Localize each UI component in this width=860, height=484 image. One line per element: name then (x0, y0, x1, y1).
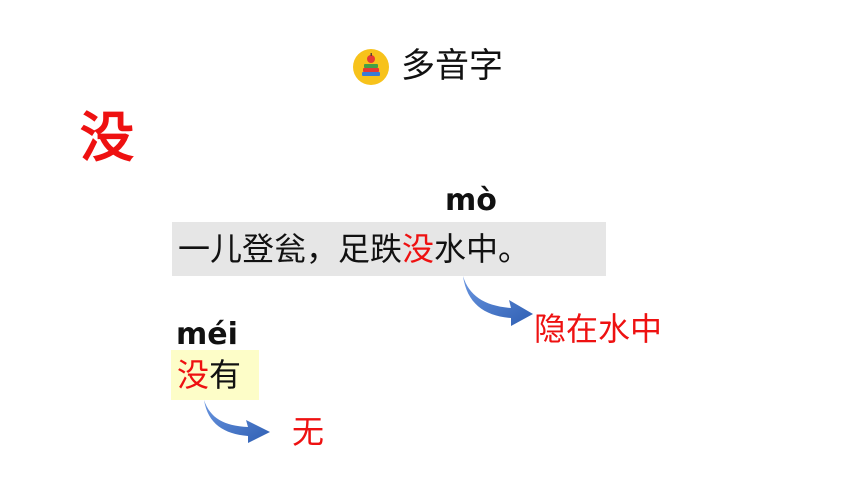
arrow-icon (204, 400, 270, 443)
pinyin-mo: mò (445, 183, 497, 218)
meaning-mei: 无 (292, 413, 325, 451)
sentence-target-char: 没 (402, 230, 435, 268)
pinyin-mei: méi (176, 317, 238, 352)
page-title: 多音字 (401, 46, 503, 86)
meaning-mo: 隐在水中 (534, 310, 663, 348)
word-highlight (171, 350, 259, 400)
sentence-after: 水中。 (434, 230, 531, 268)
sentence-highlight (172, 222, 606, 276)
example-word: 没有 (177, 352, 241, 398)
polyphonic-character: 没 (80, 106, 134, 169)
word-target-char: 没 (177, 356, 210, 394)
arrow-icon (463, 276, 533, 326)
sentence-before: 一儿登瓮，足跌 (178, 230, 403, 268)
example-sentence: 一儿登瓮，足跌没水中。 (178, 226, 530, 272)
word-rest: 有 (209, 356, 242, 394)
books-apple-icon (352, 48, 390, 86)
